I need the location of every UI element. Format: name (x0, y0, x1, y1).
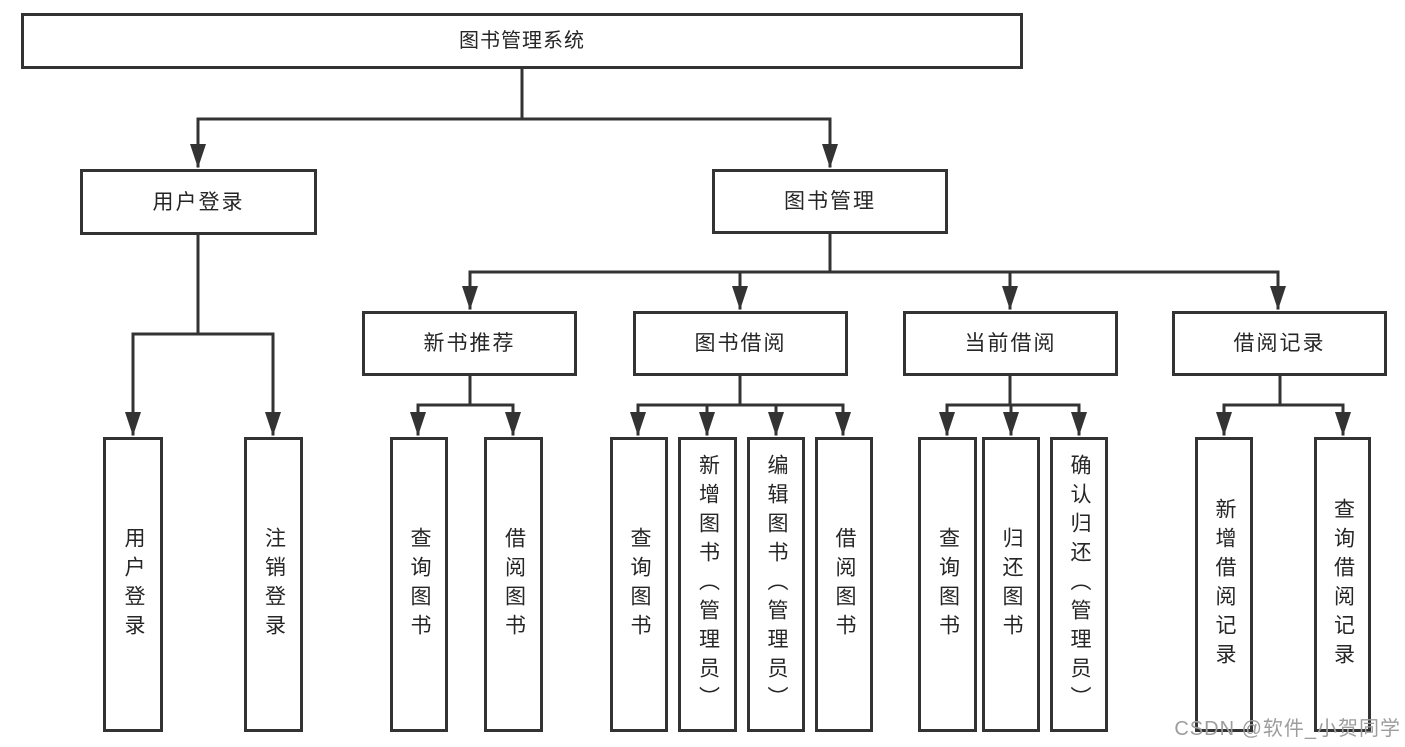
leaf-cur-confirm-return-admin: 确认归还（管理员） (1050, 437, 1108, 732)
leaf-cur-confirm-return-admin-label: 确认归还（管理员） (1068, 454, 1092, 715)
leaf-bor-edit-books-admin: 编辑图书（管理员） (747, 437, 805, 732)
csdn-watermark: CSDN @软件_小贺同学 (1174, 718, 1401, 740)
leaf-bor-query-books: 查询图书 (610, 437, 668, 732)
leaf-bor-borrow-books: 借阅图书 (815, 437, 873, 732)
leaf-logout-label: 注销登录 (262, 526, 286, 643)
node-borrow-records-label: 借阅记录 (1233, 332, 1326, 355)
connector-user-login-split (125, 233, 281, 436)
leaf-rec-borrow-books-label: 借阅图书 (502, 526, 526, 643)
leaf-recs-query-record-label: 查询借阅记录 (1331, 497, 1355, 672)
connector-new-book-rec-split (410, 374, 521, 436)
node-new-book-rec-label: 新书推荐 (423, 332, 516, 355)
leaf-cur-return-books-label: 归还图书 (1000, 526, 1024, 643)
node-root: 图书管理系统 (21, 13, 1023, 69)
node-book-borrow-label: 图书借阅 (694, 332, 787, 355)
connector-current-borrow-split (939, 374, 1087, 436)
leaf-bor-add-books-admin: 新增图书（管理员） (678, 437, 737, 732)
leaf-bor-add-books-admin-label: 新增图书（管理员） (696, 454, 720, 715)
connector-book-borrow-split (630, 374, 851, 436)
leaf-user-login-label: 用户登录 (122, 526, 146, 643)
leaf-recs-query-record: 查询借阅记录 (1314, 437, 1371, 732)
connector-book-mgmt-split (462, 232, 1286, 310)
leaf-cur-query-books-label: 查询图书 (936, 526, 960, 643)
leaf-bor-borrow-books-label: 借阅图书 (833, 526, 857, 643)
leaf-bor-query-books-label: 查询图书 (628, 526, 652, 643)
node-new-book-rec: 新书推荐 (362, 311, 577, 376)
connector-borrow-records-split (1216, 374, 1351, 436)
leaf-cur-query-books: 查询图书 (918, 437, 977, 732)
leaf-rec-borrow-books: 借阅图书 (484, 437, 543, 732)
leaf-rec-query-books-label: 查询图书 (408, 526, 432, 643)
leaf-recs-add-record: 新增借阅记录 (1195, 437, 1253, 732)
node-current-borrow: 当前借阅 (903, 311, 1118, 376)
node-book-borrow: 图书借阅 (633, 311, 848, 376)
node-user-login: 用户登录 (80, 169, 317, 235)
node-book-mgmt-label: 图书管理 (784, 190, 876, 213)
leaf-cur-return-books: 归还图书 (982, 437, 1040, 732)
node-book-mgmt: 图书管理 (712, 169, 948, 234)
node-borrow-records: 借阅记录 (1172, 311, 1387, 376)
leaf-user-login: 用户登录 (103, 437, 163, 732)
connector-root-split (190, 66, 838, 168)
leaf-logout: 注销登录 (244, 437, 303, 732)
leaf-recs-add-record-label: 新增借阅记录 (1213, 497, 1237, 672)
node-user-login-label: 用户登录 (152, 190, 245, 214)
leaf-rec-query-books: 查询图书 (390, 437, 448, 732)
leaf-bor-edit-books-admin-label: 编辑图书（管理员） (765, 454, 789, 715)
node-current-borrow-label: 当前借阅 (964, 332, 1057, 355)
node-root-label: 图书管理系统 (459, 30, 585, 52)
